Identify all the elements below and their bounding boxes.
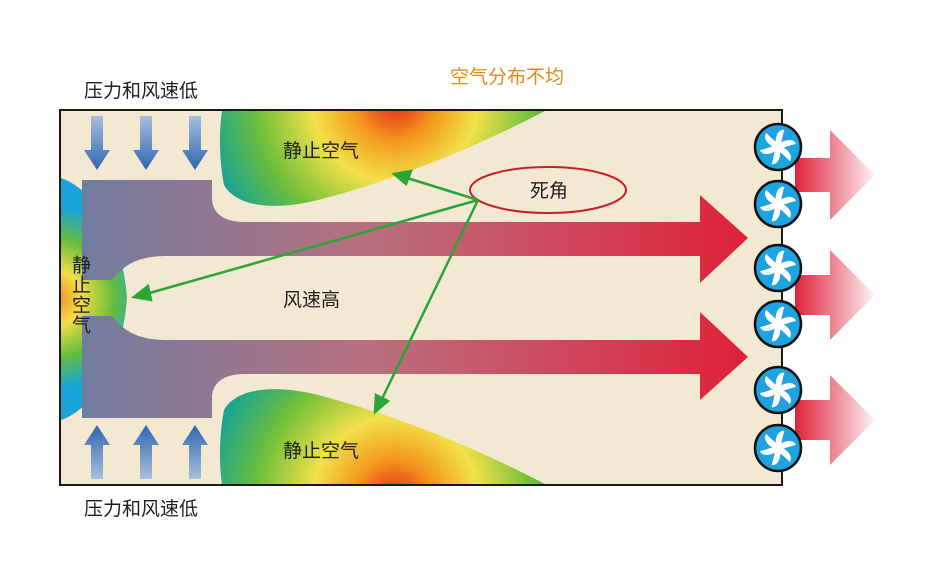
- pointer-to-left-zone: [145, 198, 479, 296]
- fan-icon: [753, 179, 803, 229]
- high-speed-label: 风速高: [283, 289, 341, 311]
- room-area: [60, 110, 782, 485]
- airflow-stream-lower: [82, 312, 748, 418]
- still-air-zone-bottom: [219, 389, 545, 484]
- up-arrow-icon: [182, 425, 208, 479]
- dead-corner-ring: [469, 166, 627, 214]
- fan-icon: [753, 122, 803, 172]
- arrowhead-icon: [131, 283, 153, 302]
- down-arrow-icon: [133, 116, 159, 170]
- exhaust-fans: [753, 122, 803, 473]
- fan-icon: [753, 365, 803, 415]
- diagram-title: 空气分布不均: [450, 66, 565, 88]
- pointer-to-top-zone: [403, 175, 479, 202]
- pointer-to-bottom-zone: [379, 199, 480, 402]
- up-arrow-icon: [84, 425, 110, 479]
- inlet-label-bottom: 压力和风速低: [84, 498, 199, 520]
- outlet-arrow-middle: [795, 250, 875, 340]
- still-air-label-top: 静止空气: [283, 140, 360, 162]
- outlet-arrow-bottom: [795, 375, 875, 465]
- fan-icon: [753, 423, 803, 473]
- down-arrow-icon: [182, 116, 208, 170]
- still-air-label-left: 静止空气: [69, 255, 91, 335]
- still-air-label-bottom: 静止空气: [283, 440, 360, 462]
- outlet-arrows: [795, 130, 875, 465]
- fan-icon: [753, 299, 803, 349]
- arrowhead-icon: [391, 169, 413, 187]
- arrowhead-icon: [373, 393, 391, 415]
- dead-corner-pointers: [131, 169, 480, 415]
- airflow-stream-upper: [82, 180, 748, 283]
- inlet-arrows-bottom: [84, 425, 208, 479]
- outlet-arrow-top: [795, 130, 875, 220]
- up-arrow-icon: [133, 425, 159, 479]
- dead-corner-label: 死角: [530, 180, 569, 202]
- down-arrow-icon: [84, 116, 110, 170]
- room-border: [59, 109, 783, 486]
- inlet-arrows-top: [84, 116, 208, 170]
- fan-icon: [753, 243, 803, 293]
- still-air-zone-top: [219, 111, 545, 206]
- inlet-label-top: 压力和风速低: [84, 80, 199, 102]
